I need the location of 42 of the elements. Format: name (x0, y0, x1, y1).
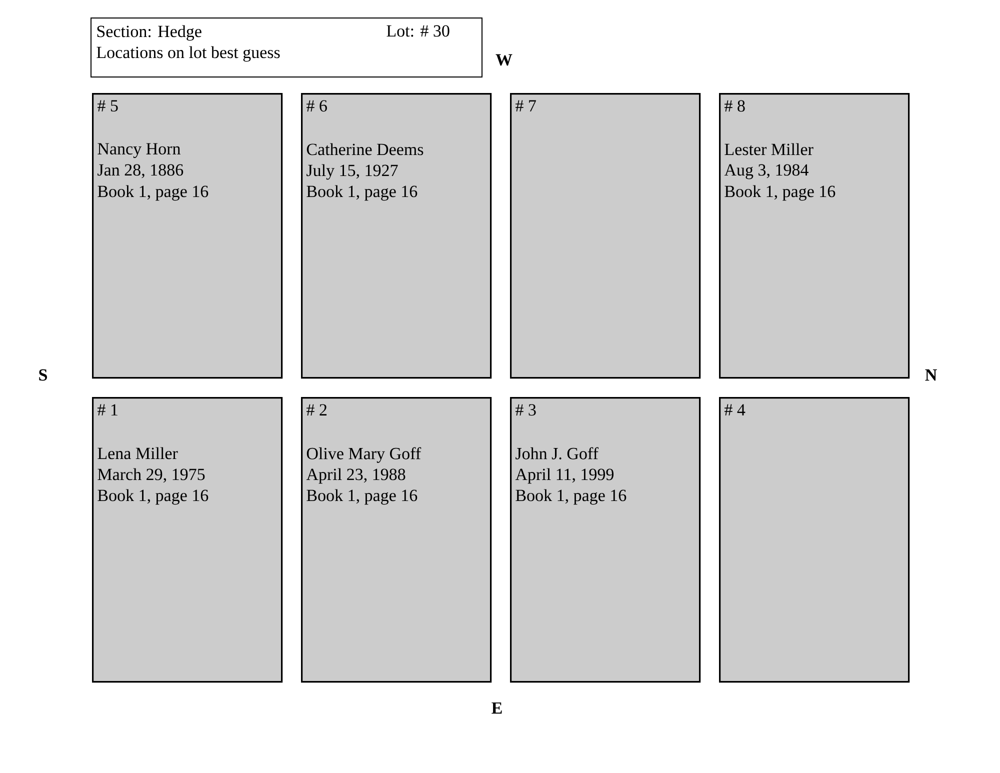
plot-text: April 23, 1988 (306, 468, 406, 484)
header-text: Lot: # 30 (386, 25, 450, 37)
plot-text: Book 1, page 16 (306, 489, 418, 505)
plot-text: Book 1, page 16 (516, 489, 626, 505)
grave-plot (719, 93, 910, 379)
header-text: Locations on lot best guess (96, 46, 280, 62)
plot-text: John J. Goff (516, 447, 598, 460)
plot-text: Lena Miller (98, 447, 178, 460)
plot-text: Book 1, page 16 (98, 185, 208, 201)
compass-label: E (492, 702, 502, 714)
plot-text: # 7 (516, 100, 536, 112)
grave-plot (301, 93, 492, 379)
plot-text: Book 1, page 16 (306, 185, 418, 201)
header-text: Section: Hedge (97, 25, 202, 41)
compass-label: S (39, 369, 47, 381)
grave-plot (301, 397, 492, 683)
plot-text: Lester Miller (724, 143, 814, 156)
plot-text: # 1 (98, 404, 118, 416)
plot-text: # 5 (98, 100, 118, 112)
grave-plot (510, 93, 701, 379)
plot-text: # 4 (724, 404, 746, 416)
grave-plot (92, 397, 283, 683)
plot-text: Olive Mary Goff (306, 447, 422, 463)
plot-text: # 3 (516, 404, 536, 416)
grave-plot (92, 93, 283, 379)
plot-text: March 29, 1975 (98, 468, 205, 483)
plot-text: April 11, 1999 (515, 468, 614, 484)
plot-text: Catherine Deems (306, 143, 424, 156)
compass-label: N (925, 369, 937, 381)
plot-text: Book 1, page 16 (98, 489, 208, 505)
compass-label: W (496, 54, 512, 66)
plot-text: Aug 3, 1984 (724, 164, 808, 180)
header-box (90, 18, 482, 78)
plot-text: Book 1, page 16 (724, 185, 836, 201)
plot-text: Nancy Horn (98, 143, 180, 158)
grave-plot (719, 397, 910, 683)
grave-plot (510, 397, 701, 683)
plot-text: July 15, 1927 (306, 164, 398, 180)
plot-text: Jan 28, 1886 (98, 164, 184, 178)
plot-text: # 8 (724, 100, 745, 112)
plot-text: # 2 (306, 404, 327, 416)
plot-text: # 6 (306, 100, 327, 112)
